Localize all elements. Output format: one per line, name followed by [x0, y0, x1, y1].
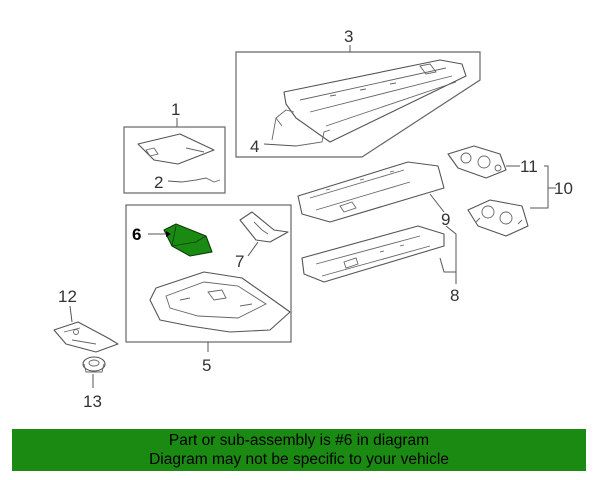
callout-7: 7: [235, 252, 244, 271]
callout-3: 3: [344, 27, 353, 46]
callout-11: 11: [520, 157, 538, 176]
part-11-bracket: [447, 145, 507, 179]
callout-10: 10: [554, 179, 573, 198]
callout-1: 1: [171, 100, 180, 119]
callout-9: 9: [441, 210, 450, 229]
callout-2: 2: [154, 173, 163, 192]
info-banner: Part or sub-assembly is #6 in diagram Di…: [12, 429, 586, 471]
group-box-1: [123, 126, 226, 194]
banner-line-2: Diagram may not be specific to your vehi…: [149, 451, 449, 468]
callout-13: 13: [83, 392, 102, 411]
part-12-cover: [53, 321, 119, 353]
part-8-panel: [301, 225, 445, 283]
part-10-bracket: [467, 199, 529, 237]
part-9-panel: [297, 161, 445, 223]
part-1-cover: [137, 133, 215, 165]
part-3-panel: [283, 59, 467, 143]
banner-line-1: Part or sub-assembly is #6 in diagram: [168, 432, 430, 449]
part-2-clip: [181, 177, 221, 183]
callout-5: 5: [202, 356, 211, 375]
part-4-bracket: [271, 109, 331, 147]
group-box-3: [235, 51, 481, 158]
part-5-undercover: [149, 271, 291, 333]
callout-8: 8: [450, 286, 459, 305]
part-7-cover: [239, 211, 289, 243]
callout-4: 4: [250, 137, 259, 156]
callout-12: 12: [58, 287, 77, 306]
callout-6: 6: [132, 225, 141, 244]
part-6-shield: [163, 223, 213, 257]
part-13-grommet: [82, 356, 106, 373]
